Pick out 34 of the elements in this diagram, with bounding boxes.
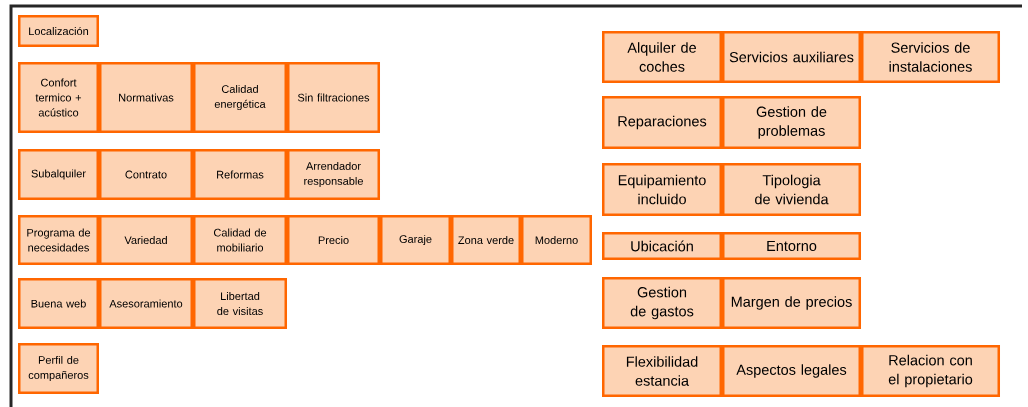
category-box: Perfil de compañeros bbox=[18, 343, 99, 394]
category-box: Garaje bbox=[380, 215, 451, 265]
category-box: Gestion de problemas bbox=[722, 96, 861, 149]
category-box: Moderno bbox=[521, 215, 592, 265]
category-box: Confort termico + acústico bbox=[18, 62, 99, 133]
category-box: Entorno bbox=[722, 232, 861, 260]
category-box: Programa de necesidades bbox=[18, 215, 99, 265]
category-box: Equipamiento incluido bbox=[602, 163, 722, 216]
category-box: Localización bbox=[18, 15, 99, 47]
category-box: Contrato bbox=[99, 149, 193, 200]
category-box: Libertad de visitas bbox=[193, 278, 287, 329]
category-box: Servicios auxiliares bbox=[722, 31, 861, 83]
category-box: Variedad bbox=[99, 215, 193, 265]
category-box: Buena web bbox=[18, 278, 99, 329]
category-box: Subalquiler bbox=[18, 149, 99, 200]
category-box: Zona verde bbox=[451, 215, 521, 265]
category-box: Gestion de gastos bbox=[602, 277, 722, 329]
category-box: Relacion con el propietario bbox=[861, 345, 1000, 397]
category-box: Precio bbox=[287, 215, 380, 265]
category-box: Servicios de instalaciones bbox=[861, 31, 1000, 83]
category-box: Reformas bbox=[193, 149, 287, 200]
category-box: Normativas bbox=[99, 62, 193, 133]
category-box: Ubicación bbox=[602, 232, 722, 260]
category-box: Calidad energética bbox=[193, 62, 287, 133]
category-box: Asesoramiento bbox=[99, 278, 193, 329]
category-box: Tipologia de vivienda bbox=[722, 163, 861, 216]
category-box: Arrendador responsable bbox=[287, 149, 380, 200]
category-box: Sin filtraciones bbox=[287, 62, 380, 133]
category-box: Aspectos legales bbox=[722, 345, 861, 397]
category-box: Calidad de mobiliario bbox=[193, 215, 287, 265]
category-box: Reparaciones bbox=[602, 96, 722, 149]
category-box: Flexibilidad estancia bbox=[602, 345, 722, 397]
category-box: Alquiler de coches bbox=[602, 31, 722, 83]
category-box: Margen de precios bbox=[722, 277, 861, 329]
